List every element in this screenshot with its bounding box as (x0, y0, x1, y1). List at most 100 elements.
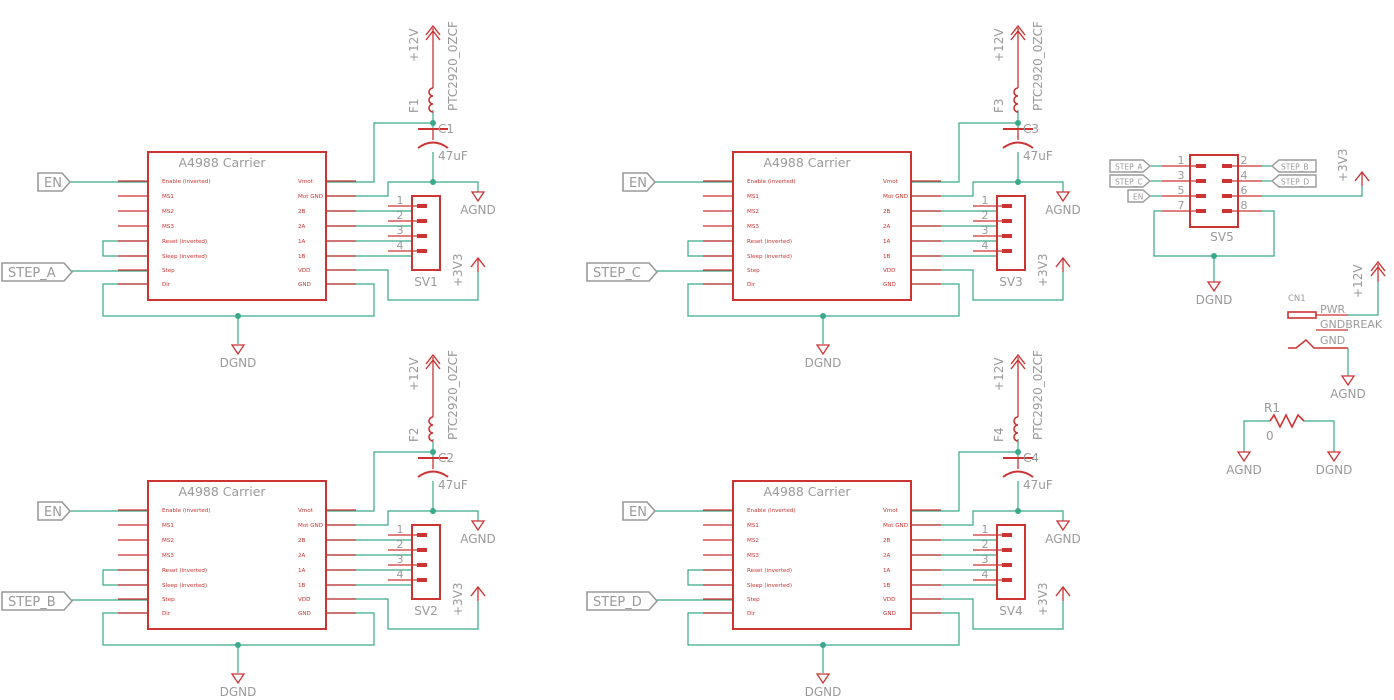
ground-label: AGND (1330, 387, 1366, 401)
cn1-pin-label: GNDBREAK (1320, 318, 1383, 331)
chip-pin-label-left: Reset (inverted) (162, 568, 207, 574)
sv5-pin-number: 5 (1178, 184, 1185, 197)
chip-pin-label-left: Step (747, 268, 760, 274)
chip-pin-label-left: MS2 (162, 209, 174, 215)
ground-symbol (230, 344, 246, 356)
header-pin-number: 2 (397, 209, 404, 222)
chip-pin-label-right: 2A (298, 553, 306, 559)
header-pin-pad (417, 249, 427, 253)
port-flag (37, 501, 72, 521)
header-pin-pad (417, 204, 427, 208)
sv5-pin-number: 3 (1178, 169, 1185, 182)
sv5-pin-number: 7 (1178, 199, 1185, 212)
ground-label: DGND (1196, 293, 1233, 307)
header-pin-pad (1002, 234, 1012, 238)
port-flag (622, 172, 657, 192)
sv5-pad (1196, 179, 1206, 183)
power-arrow (425, 353, 441, 365)
chip-pin-label-left: Reset (inverted) (747, 568, 792, 574)
chip-pin-label-right: Vmot (883, 179, 899, 185)
cap-plate-bottom (1002, 141, 1034, 149)
chip-pin-label-right: VDD (298, 268, 310, 274)
header-pin-pad (1002, 578, 1012, 582)
port-label: STEP_B (1281, 163, 1309, 172)
fuse-symbol (1013, 416, 1019, 442)
header-pin-pad (417, 578, 427, 582)
wire (911, 510, 1064, 526)
junction-dot (820, 313, 826, 319)
port-label: STEP_A (8, 266, 56, 281)
fuse-value: PTC2920_0ZCF (446, 350, 460, 440)
sv5-pad (1222, 194, 1232, 198)
power-label: +3V3 (1036, 253, 1050, 287)
header-pin-number: 1 (982, 523, 989, 536)
header-pin-number: 1 (982, 194, 989, 207)
cn1-pin-label: PWR (1320, 303, 1346, 316)
chip-pin-label-right: VDD (298, 597, 310, 603)
wire (911, 451, 1018, 512)
ground-label: AGND (1045, 203, 1081, 217)
wire (326, 122, 433, 183)
cn1-gnd-shape (1288, 338, 1348, 349)
port-label: STEP_A (1115, 163, 1143, 172)
sv5-pad (1222, 209, 1232, 213)
power-arrow (1010, 24, 1026, 36)
wire (911, 122, 1018, 183)
sv5-pad (1222, 179, 1232, 183)
port-label: EN (629, 176, 647, 191)
fuse-symbol (428, 87, 434, 113)
header-ref: SV2 (414, 604, 437, 618)
cn1-pin-label: GND (1320, 334, 1345, 347)
junction-dot (430, 179, 436, 185)
header-pin-pad (1002, 204, 1012, 208)
fuse-ref: F1 (407, 98, 421, 113)
wire (911, 269, 1064, 301)
header-pin-pad (417, 219, 427, 223)
chip-pin-label-right: 1A (298, 239, 306, 245)
port-flag (1109, 159, 1152, 173)
header-body (411, 195, 441, 271)
port-flag (1109, 174, 1152, 188)
fuse-symbol (1013, 87, 1019, 113)
chip-pin-label-left: Enable (inverted) (747, 179, 796, 185)
chip-pin-label-right: Mot GND (883, 523, 908, 529)
header-pin-pad (417, 234, 427, 238)
header-pin-pad (417, 548, 427, 552)
fuse-symbol (428, 416, 434, 442)
chip-pin-label-left: MS3 (747, 553, 759, 559)
chip-pin-label-right: 1B (298, 583, 306, 589)
port-flag (586, 262, 659, 282)
chip-pin-label-right: 2B (883, 209, 891, 215)
cap-ref: C2 (438, 451, 454, 465)
header-pin-number: 2 (397, 538, 404, 551)
header-pin-number: 3 (397, 224, 404, 237)
cap-plate-bottom (417, 470, 449, 478)
ground-label: DGND (220, 356, 257, 370)
power-arrow (1010, 353, 1026, 365)
fuse-value: PTC2920_0ZCF (446, 21, 460, 111)
junction-dot (1015, 120, 1021, 126)
header-pin-pad (1002, 533, 1012, 537)
header-pin-number: 4 (982, 568, 989, 581)
header-body (996, 524, 1026, 600)
ground-label: AGND (1226, 463, 1262, 477)
junction-dot (430, 449, 436, 455)
wire (911, 181, 1064, 197)
sv5-pin-number: 6 (1241, 184, 1248, 197)
ground-label: DGND (805, 685, 842, 699)
junction-dot (1015, 449, 1021, 455)
chip-pin-label-right: 1A (298, 568, 306, 574)
wire (687, 569, 733, 586)
ground-label: AGND (460, 532, 496, 546)
ground-symbol (1236, 451, 1252, 463)
chip-pin-label-left: Step (747, 597, 760, 603)
chip-pin-label-right: 1B (883, 254, 891, 260)
ground-symbol (230, 673, 246, 685)
fuse-ref: F2 (407, 427, 421, 442)
chip-pin-label-left: MS1 (162, 194, 174, 200)
header-pin-number: 2 (982, 538, 989, 551)
power-label: +3V3 (451, 582, 465, 616)
